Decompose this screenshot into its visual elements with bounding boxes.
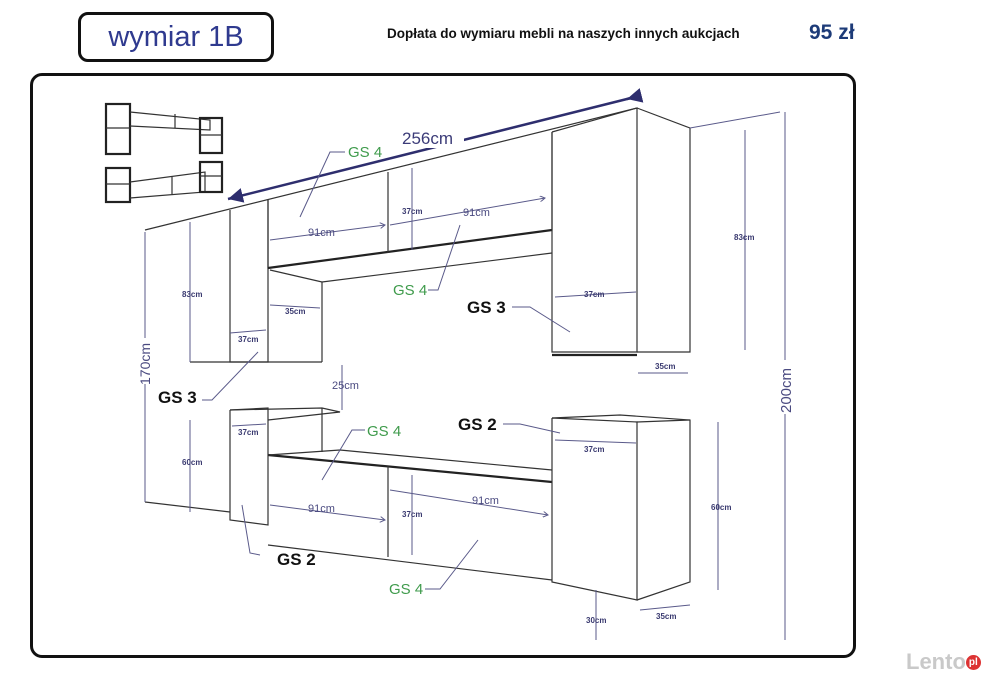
dim-37cm: 37cm: [584, 445, 604, 454]
dimension-variant-title: wymiar 1B: [78, 12, 274, 62]
dim-83cm: 83cm: [182, 290, 202, 299]
dim-37cm: 37cm: [584, 290, 604, 299]
watermark-text: Lento: [906, 649, 966, 675]
diagram-frame: [30, 73, 856, 658]
surcharge-price: 95 zł: [809, 21, 855, 44]
gs4-label: GS 4: [367, 423, 401, 440]
dimension-labels: 91cm 37cm 91cm 83cm 35cm 37cm 37cm 83cm …: [137, 207, 795, 625]
gs2-label: GS 2: [277, 550, 316, 569]
dim-35cm: 35cm: [285, 307, 305, 316]
gs4-label: GS 4: [348, 144, 382, 161]
dim-30cm: 30cm: [586, 616, 606, 625]
dim-91cm: 91cm: [472, 495, 499, 507]
dim-60cm: 60cm: [182, 458, 202, 467]
surcharge-text: Dopłata do wymiaru mebli na naszych inny…: [387, 26, 740, 41]
dim-200cm: 200cm: [778, 368, 795, 413]
thumbnail-lower: [104, 160, 224, 204]
total-width-label: 256cm: [402, 129, 453, 148]
gs4-label: GS 4: [393, 282, 427, 299]
dim-37cm: 37cm: [238, 428, 258, 437]
dim-37cm: 37cm: [402, 510, 422, 519]
title-text: wymiar 1B: [108, 20, 244, 53]
leader-lines: [202, 151, 571, 590]
dim-83cm: 83cm: [734, 233, 754, 242]
watermark-suffix: pl: [965, 654, 981, 670]
thumbnail-upper: [104, 102, 224, 156]
gs4-label: GS 4: [389, 581, 423, 598]
dim-35cm: 35cm: [655, 362, 675, 371]
dim-91cm: 91cm: [308, 227, 335, 239]
dim-91cm: 91cm: [308, 503, 335, 515]
gs3-label: GS 3: [158, 388, 197, 407]
dim-35cm: 35cm: [656, 612, 676, 621]
dim-37cm: 37cm: [402, 207, 422, 216]
dim-91cm: 91cm: [463, 207, 490, 219]
upper-units: [144, 107, 691, 363]
dim-37cm: 37cm: [238, 335, 258, 344]
gs3-label: GS 3: [467, 298, 506, 317]
gs2-label: GS 2: [458, 415, 497, 434]
dimension-lines: [144, 111, 786, 640]
dim-60cm: 60cm: [711, 503, 731, 512]
dim-170cm: 170cm: [137, 343, 153, 385]
dim-25cm: 25cm: [332, 380, 359, 392]
lower-units: [144, 407, 691, 601]
